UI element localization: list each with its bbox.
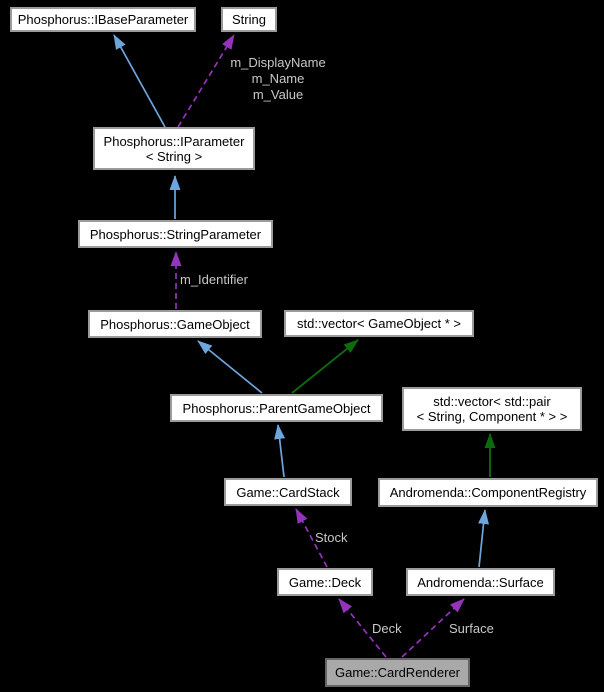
edge-label-deck: Deck [372, 621, 402, 636]
edge-inheritance-surface-to-componentregistry [478, 509, 490, 568]
node-phosphorus-ibaseparameter[interactable]: Phosphorus::IBaseParameter [10, 7, 196, 32]
node-andromenda-componentregistry[interactable]: Andromenda::ComponentRegistry [378, 478, 598, 507]
edge-label-string-members: m_DisplayName m_Name m_Value [230, 55, 326, 102]
edge-usage-cardrenderer-to-surface [401, 598, 465, 658]
node-phosphorus-stringparameter[interactable]: Phosphorus::StringParameter [78, 220, 273, 248]
node-game-deck[interactable]: Game::Deck [277, 568, 373, 596]
node-phosphorus-gameobject[interactable]: Phosphorus::GameObject [88, 310, 262, 338]
edge-usage-deck-to-cardstack [295, 508, 328, 568]
edge-aggregation-parentgameobject-to-vector-gameobject [291, 339, 359, 394]
node-std-vector-gameobject: std::vector< GameObject * > [284, 310, 474, 337]
edge-usage-cardrenderer-to-deck [338, 598, 387, 658]
edge-label-m-identifier: m_Identifier [180, 272, 248, 287]
edge-label-surface: Surface [449, 621, 494, 636]
edge-label-stock: Stock [315, 530, 348, 545]
node-phosphorus-parentgameobject[interactable]: Phosphorus::ParentGameObject [170, 394, 383, 422]
node-andromenda-surface[interactable]: Andromenda::Surface [406, 568, 555, 596]
node-string: String [221, 7, 277, 32]
node-phosphorus-iparameter[interactable]: Phosphorus::IParameter < String > [93, 127, 255, 170]
node-game-cardrenderer: Game::CardRenderer [325, 658, 470, 687]
edge-inheritance-parentgameobject-to-gameobject [197, 340, 263, 394]
edge-inheritance-iparameter-to-ibaseparameter [113, 34, 166, 128]
node-game-cardstack[interactable]: Game::CardStack [224, 478, 352, 506]
node-std-vector-pair: std::vector< std::pair < String, Compone… [402, 387, 582, 431]
edge-usage-iparameter-to-string [177, 34, 235, 128]
edge-inheritance-cardstack-to-parentgameobject [274, 424, 286, 478]
